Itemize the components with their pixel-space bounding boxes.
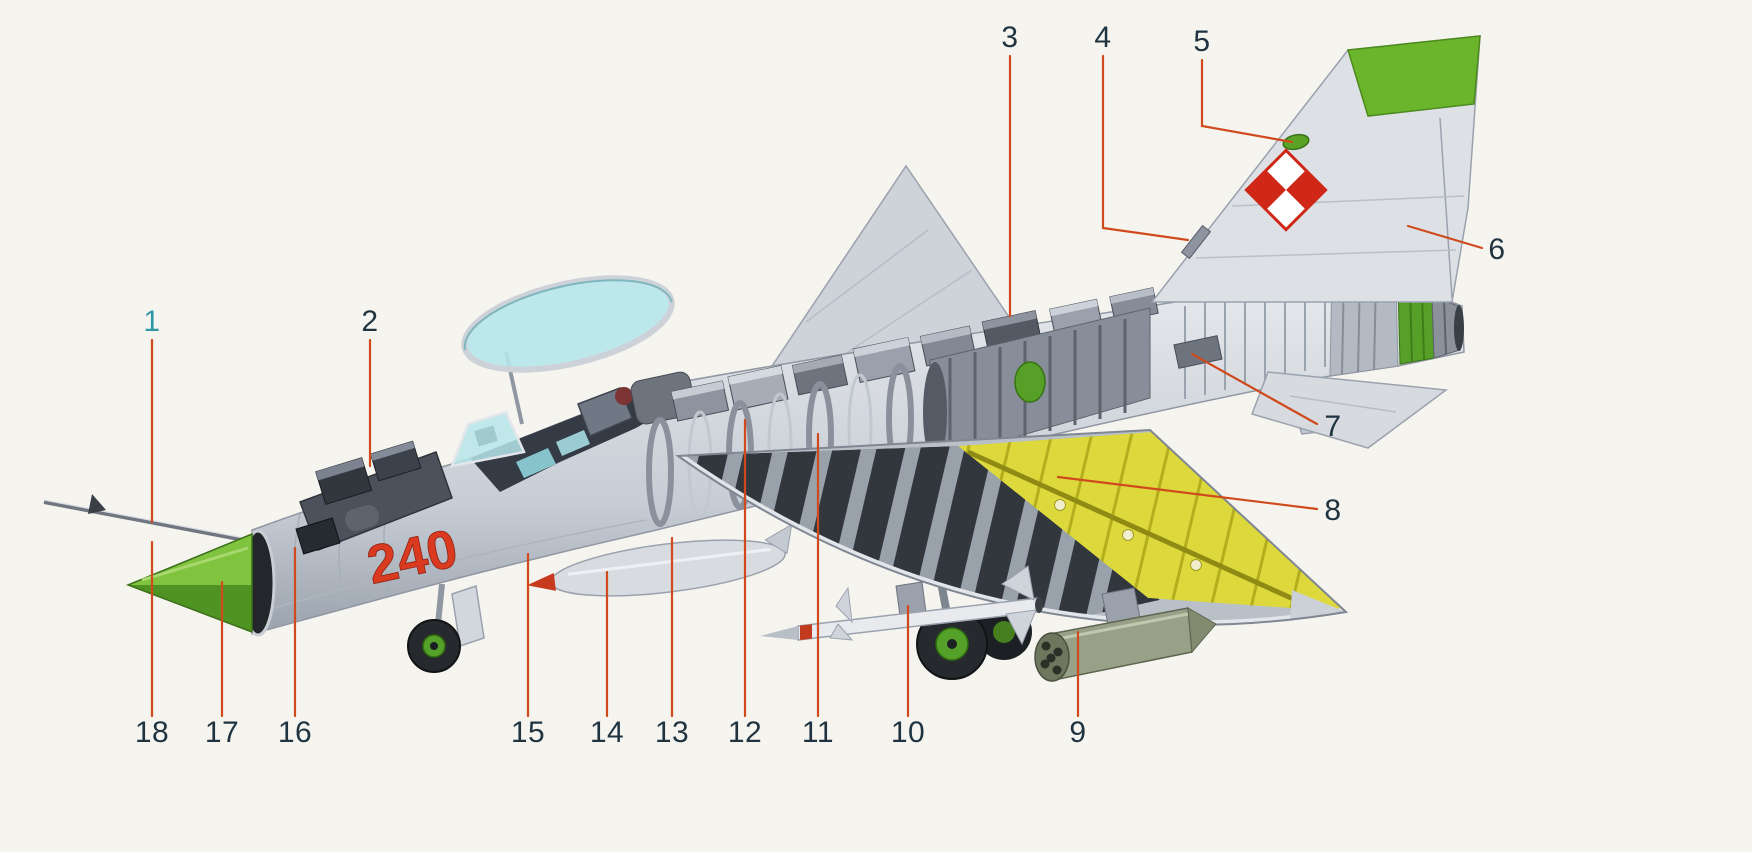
callout-6: 6 bbox=[1488, 233, 1506, 266]
leader-line-7 bbox=[1190, 352, 1319, 426]
canopy-open bbox=[461, 275, 675, 425]
leader-line-5 bbox=[1200, 58, 1294, 144]
cockpit bbox=[450, 387, 664, 492]
missile bbox=[760, 565, 1043, 646]
nose-gear bbox=[407, 583, 485, 673]
leader-line-6 bbox=[1406, 224, 1484, 250]
port-tailplane bbox=[1251, 371, 1448, 449]
engine bbox=[923, 307, 1151, 463]
callout-10: 10 bbox=[890, 716, 926, 749]
checkerboard-insignia bbox=[1244, 148, 1328, 232]
fin-tip-green-cap bbox=[1347, 35, 1481, 117]
callout-12: 12 bbox=[727, 716, 763, 749]
leader-line-8 bbox=[1056, 475, 1319, 511]
fin-antenna bbox=[1180, 224, 1212, 260]
callout-17: 17 bbox=[204, 716, 240, 749]
callout-8: 8 bbox=[1324, 494, 1342, 527]
drop-tank-red-tip bbox=[527, 572, 556, 591]
callout-4: 4 bbox=[1094, 21, 1112, 54]
callout-9: 9 bbox=[1069, 716, 1087, 749]
afterburner-section bbox=[1173, 275, 1326, 399]
callout-1: 1 bbox=[143, 305, 161, 338]
fin-nav-light bbox=[1282, 133, 1310, 151]
callout-5: 5 bbox=[1193, 25, 1211, 58]
callout-3: 3 bbox=[1001, 21, 1019, 54]
callout-11: 11 bbox=[801, 716, 835, 749]
forward-avionics-bay bbox=[295, 440, 453, 555]
rocket-pod bbox=[1034, 587, 1217, 682]
callout-18: 18 bbox=[134, 716, 170, 749]
vertical-fin bbox=[1150, 35, 1481, 303]
leader-line-4 bbox=[1101, 54, 1190, 242]
drop-tank bbox=[527, 523, 793, 597]
pitot-boom bbox=[43, 494, 245, 542]
callout-13: 13 bbox=[654, 716, 690, 749]
callout-7: 7 bbox=[1324, 410, 1342, 443]
callout-2: 2 bbox=[361, 305, 379, 338]
callout-14: 14 bbox=[589, 716, 625, 749]
callout-15: 15 bbox=[510, 716, 546, 749]
callout-16: 16 bbox=[277, 716, 313, 749]
